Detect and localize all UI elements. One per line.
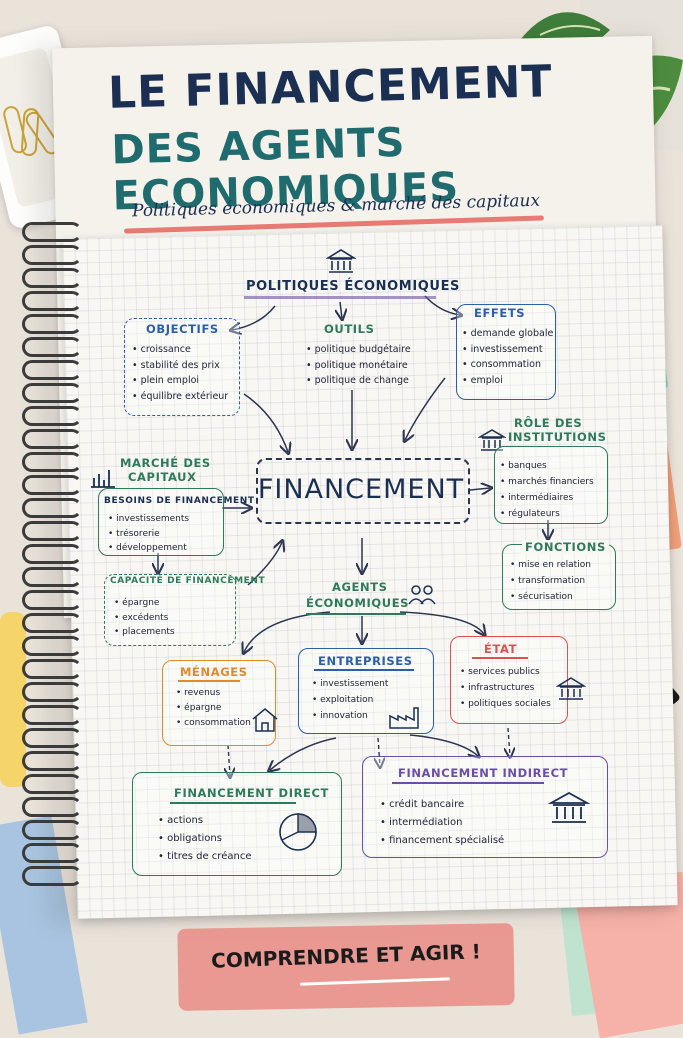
factory-icon — [389, 707, 419, 729]
list-item: titres de créance — [158, 848, 251, 866]
agents-title-2: ÉCONOMIQUES — [306, 596, 410, 610]
effets-list: demande globale investissement consommat… — [462, 326, 554, 389]
bank-icon — [478, 429, 506, 451]
list-item: investissement — [312, 676, 388, 692]
house-icon — [252, 708, 278, 732]
list-item: innovation — [312, 708, 388, 724]
direct-title: FINANCEMENT DIRECT — [174, 786, 329, 800]
capacite-list: épargne excédents placements — [114, 596, 175, 640]
list-item: financement spécialisé — [380, 832, 504, 850]
effets-title: EFFETS — [474, 306, 526, 320]
role-title-1: RÔLE DES — [514, 416, 583, 430]
menages-title: MÉNAGES — [180, 665, 248, 679]
politiques-underline — [244, 296, 436, 299]
list-item: sécurisation — [510, 589, 591, 605]
list-item: investissements — [108, 512, 189, 527]
fonctions-title: FONCTIONS — [522, 540, 609, 554]
financement-label: FINANCEMENT — [257, 474, 465, 505]
notebook-spiral — [22, 222, 92, 902]
list-item: actions — [158, 812, 251, 830]
list-item: trésorerie — [108, 527, 189, 542]
list-item: régulateurs — [500, 506, 594, 522]
indirect-underline — [392, 782, 544, 784]
indirect-title: FINANCEMENT INDIRECT — [398, 766, 569, 780]
politiques-title: POLITIQUES ÉCONOMIQUES — [246, 279, 461, 294]
entreprises-underline — [314, 669, 414, 671]
outils-list: politique budgétaire politique monétaire… — [306, 342, 411, 389]
list-item: excédents — [114, 611, 175, 626]
list-item: intermédiaires — [500, 490, 594, 506]
role-list: banques marchés financiers intermédiaire… — [500, 458, 594, 522]
list-item: investissement — [462, 342, 553, 358]
list-item: banques — [500, 458, 594, 474]
capacite-title: CAPACITÉ DE FINANCEMENT — [110, 576, 266, 586]
list-item: emploi — [462, 373, 553, 389]
etat-title: ÉTAT — [484, 642, 518, 656]
list-item: épargne — [176, 701, 251, 716]
indirect-list: crédit bancaire intermédiation financeme… — [380, 796, 504, 850]
menages-underline — [178, 680, 240, 682]
list-item: mise en relation — [510, 557, 591, 573]
people-icon — [408, 585, 436, 605]
list-item: politique monétaire — [306, 358, 411, 374]
list-item: politiques sociales — [460, 696, 551, 712]
outils-title: OUTILS — [324, 322, 375, 336]
list-item: infrastructures — [460, 680, 551, 696]
list-item: équilibre extérieur — [132, 389, 229, 405]
marche-title-2: CAPITAUX — [128, 470, 197, 484]
entreprises-list: investissement exploitation innovation — [312, 676, 388, 724]
list-item: stabilité des prix — [132, 358, 228, 374]
list-item: revenus — [176, 686, 251, 701]
list-item: demande globale — [462, 326, 554, 342]
objectifs-title: OBJECTIFS — [146, 322, 219, 336]
list-item: services publics — [460, 664, 551, 680]
direct-list: actions obligations titres de créance — [158, 812, 251, 866]
bar-chart-icon — [91, 470, 115, 488]
pie-chart-icon — [279, 813, 317, 851]
menages-list: revenus épargne consommation — [176, 686, 251, 731]
objectifs-list: croissance stabilité des prix plein empl… — [132, 342, 229, 405]
list-item: consommation — [176, 716, 251, 731]
list-item: obligations — [158, 830, 251, 848]
marche-title-1: MARCHÉ DES — [120, 456, 211, 470]
bank-icon — [548, 791, 590, 823]
besoins-title: BESOINS DE FINANCEMENT — [104, 496, 255, 506]
etat-list: services publics infrastructures politiq… — [460, 664, 551, 712]
list-item: transformation — [510, 573, 591, 589]
list-item: développement — [108, 541, 189, 556]
list-item: exploitation — [312, 692, 388, 708]
highlighter-yellow — [0, 612, 26, 787]
role-title-2: INSTITUTIONS — [508, 430, 607, 444]
list-item: placements — [114, 625, 174, 640]
direct-underline — [170, 802, 296, 804]
list-item: épargne — [114, 596, 175, 611]
list-item: marchés financiers — [500, 474, 594, 490]
bank-icon — [556, 677, 586, 700]
agents-underline — [306, 613, 406, 615]
list-item: crédit bancaire — [380, 796, 504, 814]
list-item: politique de change — [306, 373, 411, 389]
list-item: intermédiation — [380, 814, 504, 832]
list-item: politique budgétaire — [306, 342, 411, 358]
etat-underline — [472, 657, 528, 659]
financement-box — [256, 458, 470, 524]
list-item: consommation — [462, 357, 553, 373]
besoins-list: investissements trésorerie développement — [108, 512, 189, 556]
agents-title-1: AGENTS — [332, 580, 388, 594]
fonctions-list: mise en relation transformation sécurisa… — [510, 557, 591, 605]
list-item: croissance — [132, 342, 228, 358]
list-item: plein emploi — [132, 373, 228, 389]
bank-icon — [326, 249, 356, 273]
entreprises-title: ENTREPRISES — [318, 654, 413, 668]
